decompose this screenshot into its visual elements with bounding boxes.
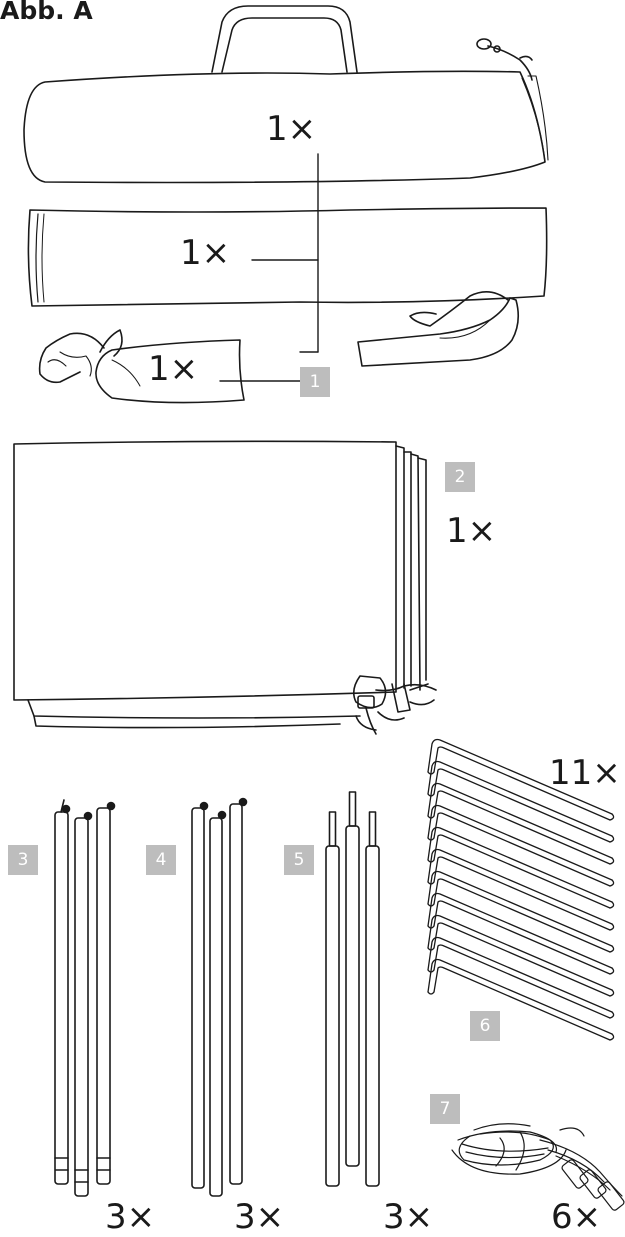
peg-bag-icon xyxy=(38,329,245,404)
part-number-badge-3: 3 xyxy=(8,845,38,875)
pole-bag-icon xyxy=(27,207,548,367)
quantity-poles-5: 3× xyxy=(383,1197,434,1237)
part-number-badge-4: 4 xyxy=(146,845,176,875)
quantity-tent-pegs: 11× xyxy=(549,753,621,793)
pole-set-5 xyxy=(325,791,380,1187)
quantity-poles-3: 3× xyxy=(105,1197,156,1237)
guy-rope-icon xyxy=(451,1123,625,1211)
part-number-badge-7: 7 xyxy=(430,1094,460,1124)
quantity-poles-4: 3× xyxy=(234,1197,285,1237)
part-number-badge-6: 6 xyxy=(470,1011,500,1041)
quantity-peg-bag: 1× xyxy=(148,349,199,389)
figure-title: Abb. A xyxy=(0,0,93,25)
quantity-carry-bag: 1× xyxy=(266,109,317,149)
quantity-guy-ropes: 6× xyxy=(551,1197,602,1237)
carry-bag-icon xyxy=(23,5,549,184)
part-number-badge-1: 1 xyxy=(300,367,330,397)
pole-set-4 xyxy=(191,797,248,1197)
pole-set-3 xyxy=(54,799,116,1197)
tent-peg-icon xyxy=(427,738,615,1041)
part-number-badge-5: 5 xyxy=(284,845,314,875)
quantity-pole-bag: 1× xyxy=(180,233,231,273)
pole-set-icon xyxy=(54,791,380,1197)
part-1-leader-lines xyxy=(219,153,319,382)
quantity-tent: 1× xyxy=(446,511,497,551)
folded-tent-icon xyxy=(13,440,437,735)
part-number-badge-2: 2 xyxy=(445,462,475,492)
